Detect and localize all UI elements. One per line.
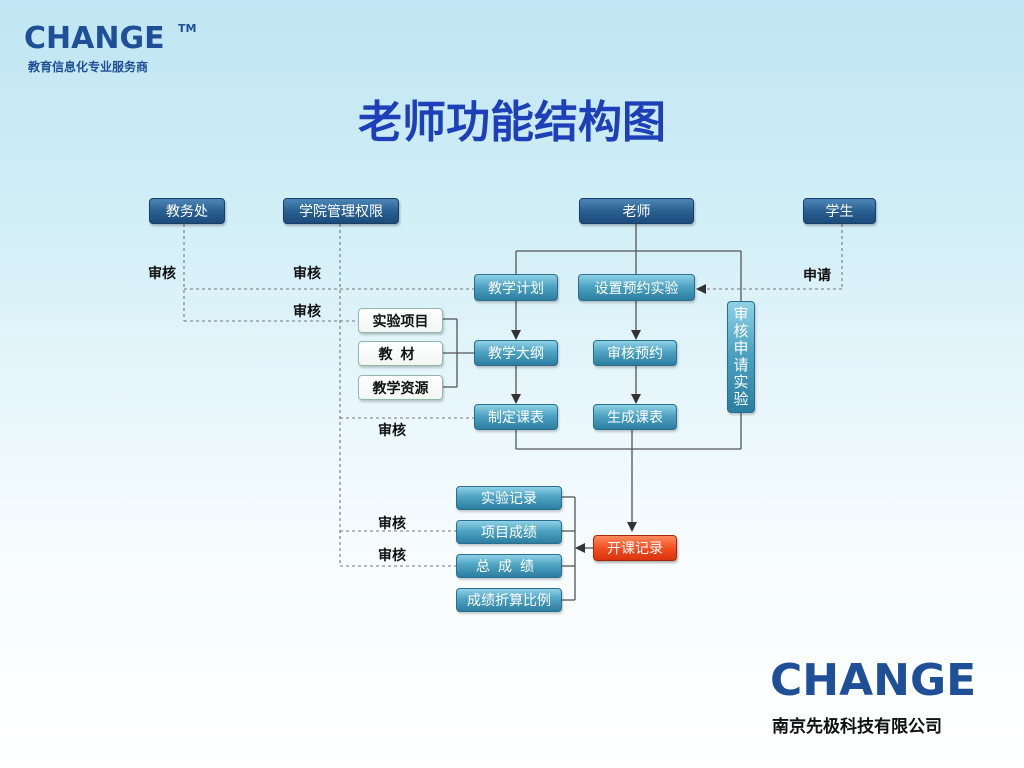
node-student: 学生: [803, 198, 876, 224]
label-review-college-items: 审核: [293, 304, 321, 320]
logo-bottom: CHANGE 南京先极科技有限公司: [770, 656, 1010, 746]
node-academic-office: 教务处: [149, 198, 225, 224]
node-teacher: 老师: [579, 198, 694, 224]
label-review-score: 审核: [378, 516, 406, 532]
node-teaching-plan: 教学计划: [474, 274, 558, 301]
logo-top: CHANGE TM 教育信息化专业服务商: [24, 22, 224, 82]
label-review-schedule: 审核: [378, 423, 406, 439]
logo-bottom-wordmark: CHANGE: [770, 655, 977, 706]
logo-wordmark: CHANGE: [24, 21, 165, 56]
node-make-schedule: 制定课表: [474, 404, 558, 430]
node-item-score: 项目成绩: [456, 520, 562, 544]
node-syllabus: 教学大纲: [474, 340, 558, 366]
logo-trademark: TM: [178, 22, 197, 35]
node-college-admin: 学院管理权限: [283, 198, 399, 224]
label-review-office: 审核: [148, 266, 176, 282]
logo-tagline: 教育信息化专业服务商: [28, 60, 149, 74]
node-experiment-record: 实验记录: [456, 486, 562, 510]
label-review-college-plan: 审核: [293, 266, 321, 282]
node-generate-schedule: 生成课表: [593, 404, 677, 430]
company-name: 南京先极科技有限公司: [772, 717, 942, 737]
node-experiment-items: 实验项目: [358, 308, 443, 333]
node-setup-reservation: 设置预约实验: [578, 274, 695, 301]
node-course-record: 开课记录: [593, 535, 677, 561]
node-review-application: 审核申请实验: [727, 301, 755, 413]
label-apply: 申请: [803, 268, 831, 284]
node-total-score: 总成绩: [456, 554, 562, 578]
node-textbook: 教材: [358, 341, 443, 366]
page-title: 老师功能结构图: [358, 97, 666, 148]
node-review-reservation: 审核预约: [593, 340, 677, 366]
node-score-ratio: 成绩折算比例: [456, 588, 562, 612]
node-teaching-resources: 教学资源: [358, 375, 443, 400]
label-review-total: 审核: [378, 548, 406, 564]
